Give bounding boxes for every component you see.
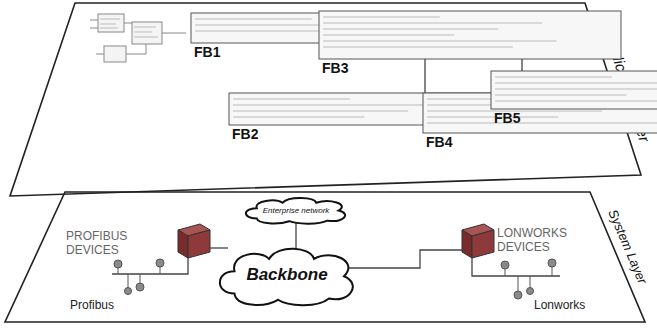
block-label: FB5 — [490, 110, 657, 126]
illustration-part — [178, 230, 188, 258]
illustration-part — [501, 261, 509, 269]
block-port-line — [195, 19, 312, 20]
device-label: Profibus — [70, 298, 150, 312]
schematic-fragment — [90, 14, 186, 62]
illustration-part — [548, 259, 556, 267]
illustration-part — [112, 258, 188, 274]
block-port-line — [233, 111, 408, 112]
block-port-line — [495, 83, 657, 84]
illustration-part — [125, 288, 132, 295]
gateway — [462, 224, 494, 258]
illustration-part — [210, 247, 228, 248]
block-port-line — [495, 101, 657, 102]
block-port-line — [427, 117, 558, 118]
plane-edge — [5, 192, 645, 322]
illustration-part — [100, 19, 158, 37]
cloud-shape — [220, 249, 353, 306]
illustration-part — [514, 291, 522, 299]
network-cloud: Enterprise network — [240, 196, 352, 224]
gateway — [178, 224, 210, 258]
function-block-box — [318, 10, 622, 60]
network-cloud: Backbone — [212, 244, 362, 306]
illustration-part — [114, 260, 122, 268]
block-port-line — [323, 17, 440, 18]
block-port-line — [233, 99, 350, 100]
block-port-line — [427, 123, 657, 124]
illustration-part — [348, 250, 462, 268]
function-block-box — [490, 70, 657, 110]
illustration-part — [132, 22, 162, 44]
device-label: LONWORKS DEVICES — [497, 226, 589, 254]
layer-plane: Application LayerFB1FB2FB3FB4FB5 — [0, 0, 657, 210]
block-port-line — [233, 117, 364, 118]
block-port-line — [323, 29, 498, 30]
cloud-shape — [246, 198, 345, 224]
device-label: Lonworks — [534, 298, 614, 312]
cloud-label: Backbone — [246, 265, 327, 285]
illustration-part — [90, 20, 186, 54]
illustration-part — [472, 258, 560, 276]
illustration-part — [104, 46, 126, 62]
block-label: FB4 — [422, 134, 657, 150]
block-port-line — [323, 35, 454, 36]
function-block: FB3 — [318, 10, 622, 76]
block-outline — [491, 71, 657, 109]
block-port-line — [495, 89, 657, 90]
signal-connector — [424, 54, 425, 95]
block-port-line — [323, 47, 513, 48]
illustration-part — [462, 230, 472, 258]
illustration-part — [527, 288, 534, 295]
illustration-part — [136, 283, 144, 291]
cloud-label: Enterprise network — [263, 206, 330, 215]
illustration-part — [472, 230, 494, 258]
block-port-line — [233, 105, 452, 106]
block-port-line — [323, 41, 557, 42]
illustration-part — [156, 259, 164, 267]
illustration-part — [188, 230, 210, 258]
signal-connector — [295, 221, 296, 250]
block-outline — [319, 11, 621, 59]
block-port-line — [495, 95, 626, 96]
block-port-line — [495, 77, 612, 78]
device-label: PROFIBUS DEVICES — [66, 229, 174, 257]
illustration-part — [98, 14, 124, 32]
block-port-line — [323, 23, 542, 24]
function-block: FB5 — [490, 70, 657, 126]
